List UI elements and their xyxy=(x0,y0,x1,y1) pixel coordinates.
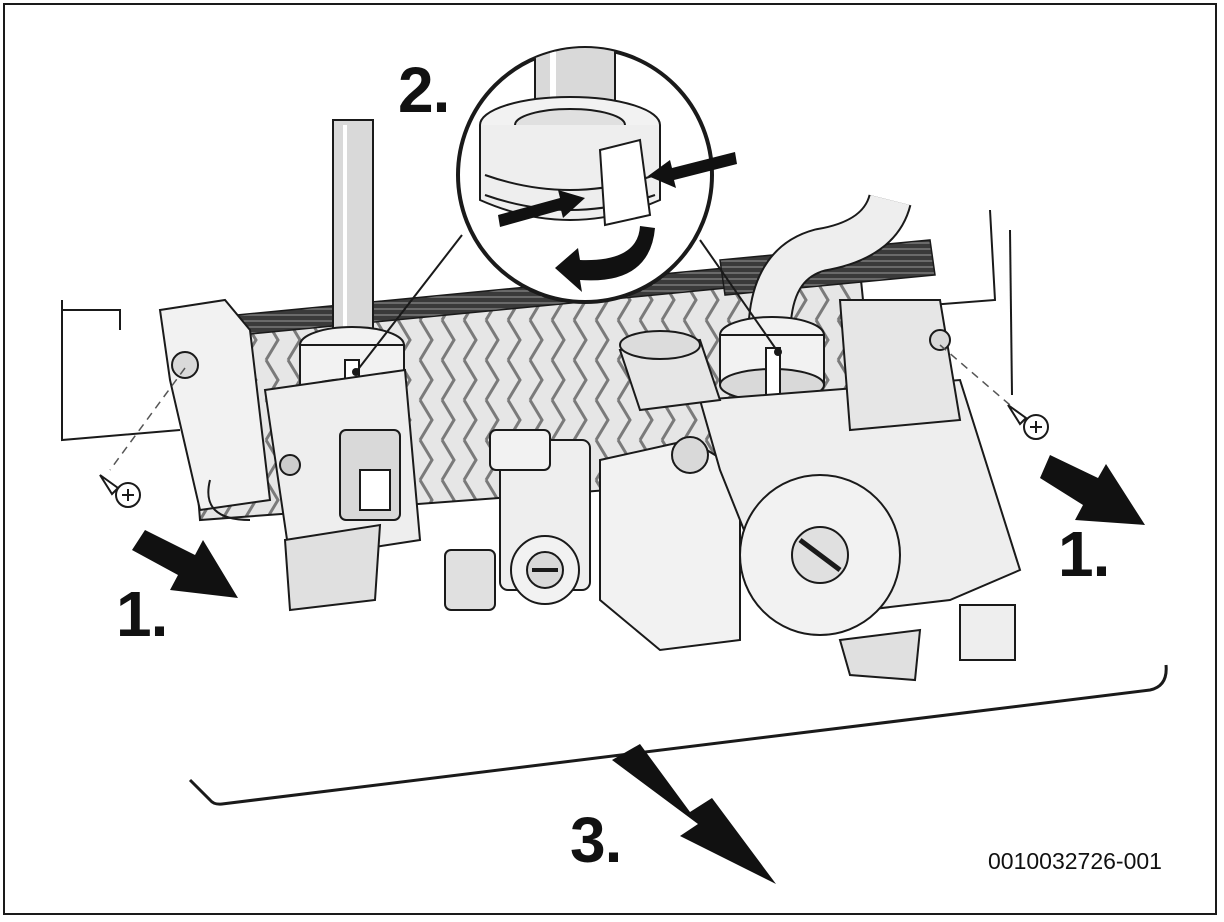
vertical-pipe xyxy=(332,119,374,351)
step-1-label-left: 1. xyxy=(116,578,168,650)
circulation-pump xyxy=(599,299,1022,682)
screw-right xyxy=(1007,404,1049,440)
arrow-step-3 xyxy=(612,744,776,884)
document-id: 0010032726-001 xyxy=(988,848,1162,874)
zoom-callout xyxy=(352,46,782,376)
arrow-step-1-right xyxy=(1040,455,1145,525)
squeeze-arrow-left xyxy=(498,190,585,227)
step-2-label: 2. xyxy=(398,54,450,126)
base-tray xyxy=(188,664,1168,806)
screw-left xyxy=(99,474,141,508)
screw-axis-lines xyxy=(109,344,1011,471)
middle-valve xyxy=(444,429,591,611)
left-valve-assembly xyxy=(158,298,422,612)
squeeze-arrow-right xyxy=(648,152,737,188)
rotate-arrow xyxy=(555,226,655,292)
pipe-coupling-right xyxy=(719,316,825,402)
step-3-label: 3. xyxy=(570,804,622,876)
housing-outline xyxy=(61,209,1013,442)
curved-pipe xyxy=(748,193,912,323)
arrow-step-1-left xyxy=(132,530,238,598)
step-1-label-right: 1. xyxy=(1058,518,1110,590)
